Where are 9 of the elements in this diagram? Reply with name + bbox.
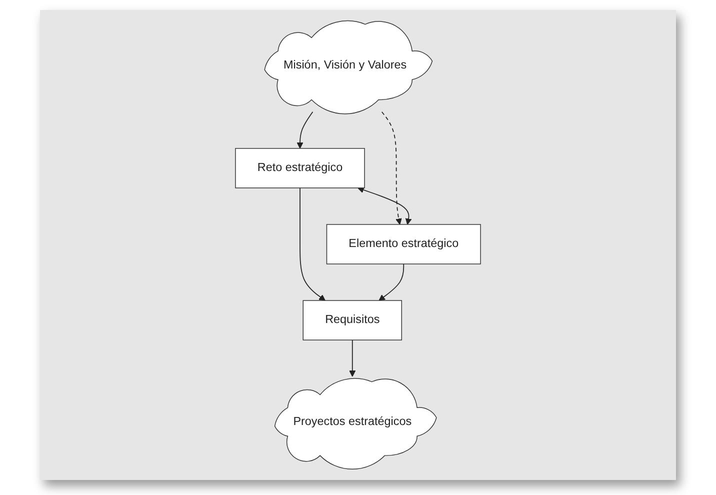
arrow [349,340,356,377]
arrow [358,186,412,225]
node-box: Elemento estratégico [326,224,481,264]
arrow [300,187,326,301]
arrow [381,111,402,225]
node-box: Reto estratégico [235,148,365,188]
arrow [296,111,314,149]
arrow [378,264,404,301]
node-box: Requisitos [302,300,402,340]
